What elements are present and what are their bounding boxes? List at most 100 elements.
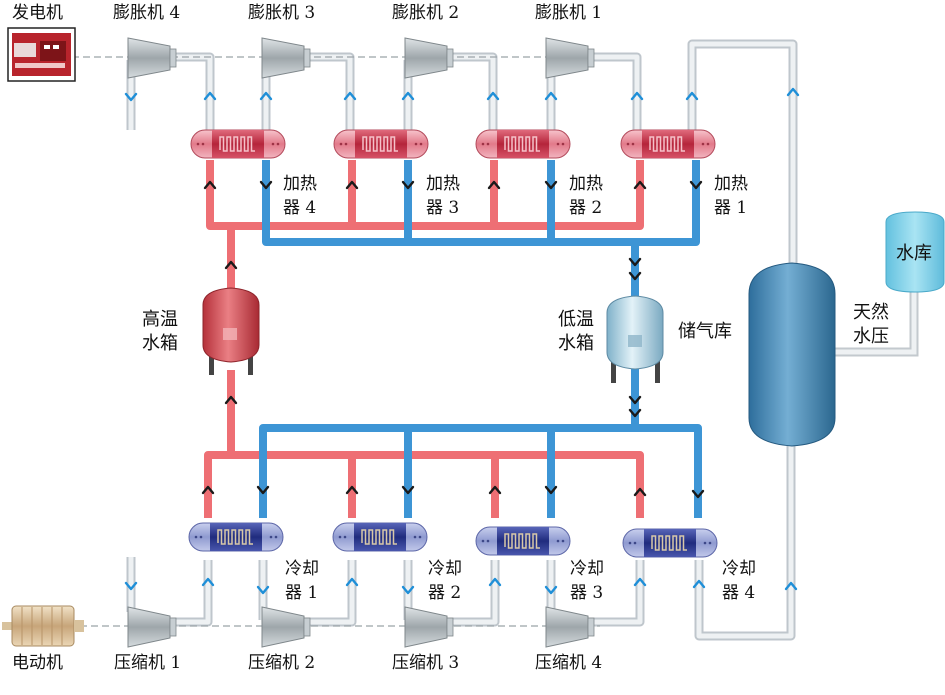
- air-flow-arrow: [544, 585, 558, 595]
- cold-main-bottom: [259, 424, 702, 518]
- water-flow-arrow: [345, 485, 359, 495]
- flow-arrows: [124, 87, 800, 595]
- compressor-3: [404, 606, 454, 648]
- storage-label: 储气库: [678, 321, 732, 342]
- cold-water-pipes: [259, 160, 702, 518]
- expander-4: [127, 37, 177, 79]
- natural-pressure-label-1: 天然: [853, 302, 889, 323]
- compressor-4: [545, 606, 595, 648]
- expander-labels: 膨胀机 4 膨胀机 3 膨胀机 2 膨胀机 1: [113, 3, 602, 23]
- compressor-4-label: 压缩机 4: [535, 653, 602, 673]
- air-flow-arrow: [685, 91, 699, 101]
- heater-1-label-1: 加热: [714, 174, 748, 194]
- water-flow-arrow: [628, 395, 642, 405]
- motor-label: 电动机: [12, 653, 63, 673]
- gas-storage: [748, 262, 836, 447]
- cold-tank-label-1: 低温: [558, 309, 594, 330]
- water-flow-arrow: [259, 180, 273, 190]
- cooler-1: [188, 522, 284, 552]
- water-reservoir: [885, 211, 945, 293]
- heater-2-label-1: 加热: [569, 174, 603, 194]
- hot-main-bottom: [204, 451, 644, 518]
- air-flow-arrow: [345, 577, 359, 587]
- cooler-4-label-2: 器 4: [722, 583, 755, 603]
- compressors: [127, 606, 595, 648]
- cooler-1-label-2: 器 1: [285, 583, 318, 603]
- heater-2-label-2: 器 2: [569, 198, 602, 218]
- water-flow-arrow: [628, 408, 642, 418]
- air-flow-arrow: [630, 91, 644, 101]
- air-flow-arrow: [401, 91, 415, 101]
- cooler-labels: 冷却 器 1 冷却 器 2 冷却 器 3 冷却 器 4: [285, 559, 756, 603]
- expander-3: [261, 37, 311, 79]
- cooler-1-label-1: 冷却: [285, 559, 319, 579]
- hot-tank-label-1: 高温: [142, 309, 178, 330]
- heater-3-label-1: 加热: [426, 174, 460, 194]
- water-flow-arrow: [345, 180, 359, 190]
- air-pipe-exp3-in: [300, 52, 355, 130]
- cooler-4: [622, 528, 718, 558]
- cooler-3-label-1: 冷却: [570, 559, 604, 579]
- heater-1: [620, 129, 716, 159]
- air-flow-arrow: [256, 585, 270, 595]
- water-flow-arrow: [201, 485, 215, 495]
- water-flow-arrow: [633, 180, 647, 190]
- cooler-2: [332, 522, 428, 552]
- air-flow-arrow: [401, 585, 415, 595]
- water-flow-arrow: [401, 180, 415, 190]
- water-flow-arrow: [628, 271, 642, 281]
- water-flow-arrow: [633, 487, 647, 497]
- air-flow-arrow: [486, 91, 500, 101]
- generator: [7, 27, 76, 82]
- water-flow-arrow: [487, 180, 501, 190]
- hot-tank-label-2: 水箱: [142, 333, 178, 354]
- cold-main-top: [262, 160, 700, 246]
- air-flow-arrow: [343, 91, 357, 101]
- heater-4-label-2: 器 4: [283, 198, 316, 218]
- hot-main-top: [206, 160, 644, 230]
- cooler-3-label-2: 器 3: [570, 583, 603, 603]
- compressor-1: [127, 606, 177, 648]
- air-pipe-exp4-in: [168, 52, 215, 130]
- water-flow-arrow: [691, 489, 705, 499]
- generator-label: 发电机: [12, 3, 63, 23]
- air-flow-arrow: [124, 92, 138, 102]
- water-flow-arrow: [488, 485, 502, 495]
- air-flow-arrow: [124, 581, 138, 591]
- air-flow-arrow: [786, 87, 800, 97]
- cooler-2-label-2: 器 2: [428, 583, 461, 603]
- water-flow-arrow: [544, 485, 558, 495]
- water-flow-arrow: [689, 180, 703, 190]
- compressor-2-label: 压缩机 2: [248, 653, 315, 673]
- expanders: [127, 37, 595, 79]
- cold-water-tank: [606, 295, 664, 383]
- air-flow-arrow: [544, 91, 558, 101]
- compressor-2: [261, 606, 311, 648]
- cold-tank-label-2: 水箱: [558, 333, 594, 354]
- expander-3-label: 膨胀机 3: [248, 3, 315, 23]
- heater-3-label-2: 器 3: [426, 198, 459, 218]
- heater-4-label-1: 加热: [283, 174, 317, 194]
- air-pipe-comp1-out: [168, 560, 213, 627]
- water-flow-arrow: [203, 180, 217, 190]
- expander-4-label: 膨胀机 4: [113, 3, 180, 23]
- heaters: [190, 129, 716, 159]
- hot-water-tank: [202, 287, 260, 375]
- air-pipe-exp2-in: [444, 52, 498, 130]
- expander-1: [545, 37, 595, 79]
- air-flow-arrow: [784, 581, 798, 591]
- compressor-labels: 压缩机 1 压缩机 2 压缩机 3 压缩机 4: [114, 653, 602, 673]
- expander-2: [404, 37, 454, 79]
- water-flow-arrow: [628, 257, 642, 267]
- compressor-3-label: 压缩机 3: [392, 653, 459, 673]
- heater-1-label-2: 器 1: [714, 198, 747, 218]
- coolers: [188, 522, 718, 558]
- cooler-3: [475, 526, 571, 556]
- air-flow-arrow: [201, 577, 215, 587]
- electric-motor: [2, 605, 84, 647]
- air-flow-arrow: [203, 91, 217, 101]
- water-flow-arrow: [401, 485, 415, 495]
- cooler-2-label-1: 冷却: [428, 559, 462, 579]
